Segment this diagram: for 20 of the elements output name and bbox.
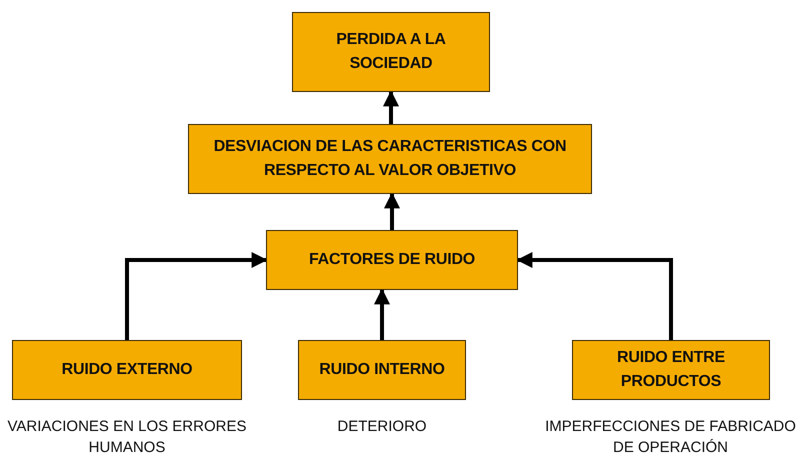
process-box bbox=[266, 230, 518, 290]
arrow bbox=[125, 252, 268, 340]
process-box bbox=[298, 340, 466, 400]
node-caption: IMPERFECCIONES DE FABRICADO DE OPERACIÓN bbox=[544, 417, 797, 458]
process-box bbox=[12, 340, 242, 400]
process-box bbox=[188, 124, 592, 194]
process-box bbox=[572, 340, 770, 400]
arrow bbox=[516, 252, 673, 340]
box-label: PERDIDA A LA SOCIEDAD bbox=[335, 30, 447, 74]
box-label: RUIDO ENTRE PRODUCTOS bbox=[616, 348, 726, 392]
node-caption: VARIACIONES EN LOS ERRORES HUMANOS bbox=[6, 417, 248, 458]
node-caption: DETERIORO bbox=[336, 417, 428, 437]
box-label: RUIDO EXTERNO bbox=[62, 360, 192, 380]
arrow bbox=[383, 90, 399, 124]
box-label: FACTORES DE RUIDO bbox=[308, 250, 476, 270]
arrow bbox=[374, 288, 390, 340]
process-box bbox=[292, 12, 490, 92]
box-label: DESVIACION DE LAS CARACTERISTICAS CON RESPECTO AL VALOR OBJETIVO bbox=[212, 137, 568, 181]
arrow bbox=[384, 192, 400, 230]
box-label: RUIDO INTERNO bbox=[319, 360, 445, 380]
